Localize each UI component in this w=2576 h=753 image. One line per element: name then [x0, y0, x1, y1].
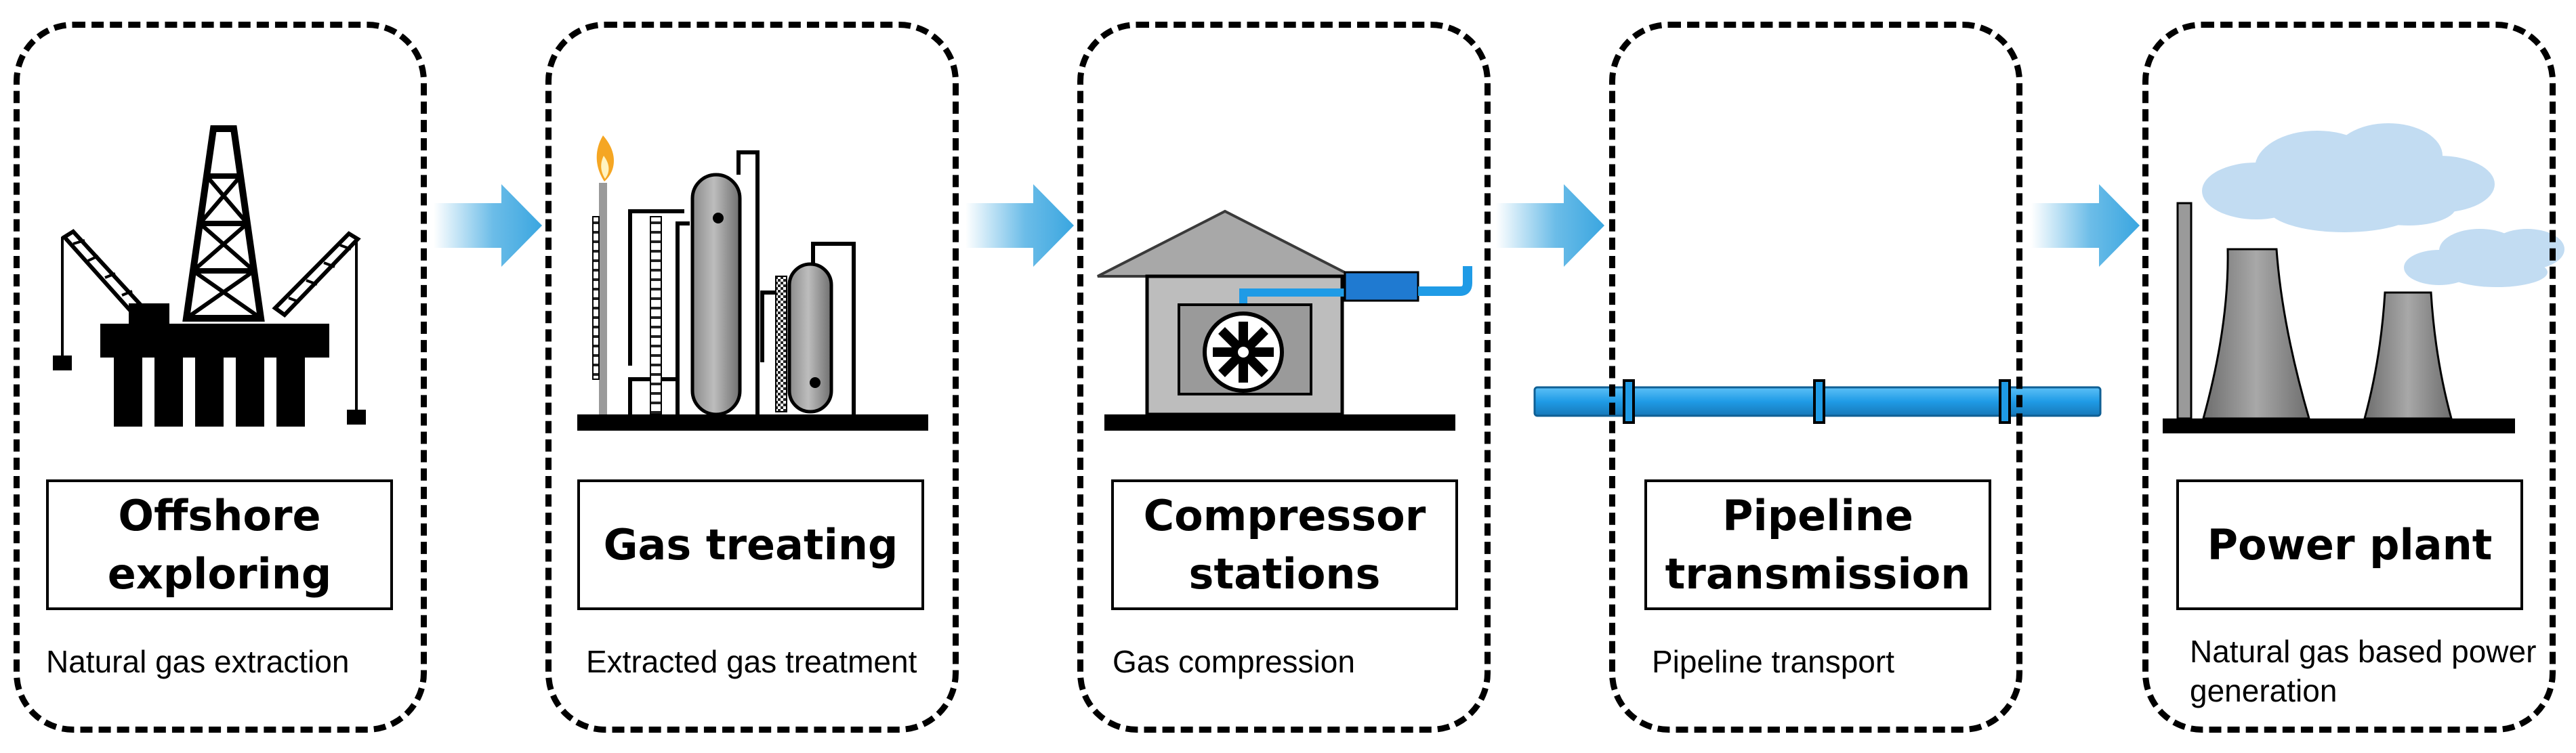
- offshore-rig-icon: [53, 125, 366, 427]
- stage-title-box: Pipeline transmission: [1644, 479, 1991, 610]
- flow-arrow-icon: [1496, 184, 1604, 267]
- stage-title: Gas treating: [603, 519, 898, 569]
- stage-description: Natural gas extraction: [46, 644, 350, 679]
- pipeline-icon: [1533, 379, 2102, 424]
- stage-box-gas-treating: [545, 22, 959, 733]
- stage-title: Pipeline transmission: [1665, 490, 1971, 599]
- flow-arrow-icon: [434, 184, 542, 267]
- stage-title-box: Offshore exploring: [46, 479, 393, 610]
- stage-title-box: Compressor stations: [1111, 479, 1458, 610]
- stage-title-box: Gas treating: [577, 479, 924, 610]
- stage-title: Compressor stations: [1143, 490, 1426, 599]
- flow-arrow-icon: [2031, 184, 2140, 267]
- stage-title-box: Power plant: [2176, 479, 2523, 610]
- gas-processing-plant-icon: [577, 135, 928, 431]
- stage-title: Offshore exploring: [107, 490, 332, 599]
- stage-box-power-plant: [2142, 22, 2556, 733]
- stage-box-pipeline: [1609, 22, 2022, 733]
- stage-title: Power plant: [2207, 519, 2493, 569]
- power-plant-icon: [2163, 123, 2564, 433]
- compressor-station-icon: [1097, 209, 1472, 431]
- flow-arrow-icon: [965, 184, 1074, 267]
- stage-description: Extracted gas treatment: [586, 644, 917, 679]
- stage-description: Pipeline transport: [1652, 644, 1894, 679]
- stage-description: Natural gas based power generation: [2190, 634, 2537, 708]
- stage-box-compressor: [1077, 22, 1491, 733]
- stage-box-offshore: [14, 22, 427, 733]
- stage-description: Gas compression: [1113, 644, 1355, 679]
